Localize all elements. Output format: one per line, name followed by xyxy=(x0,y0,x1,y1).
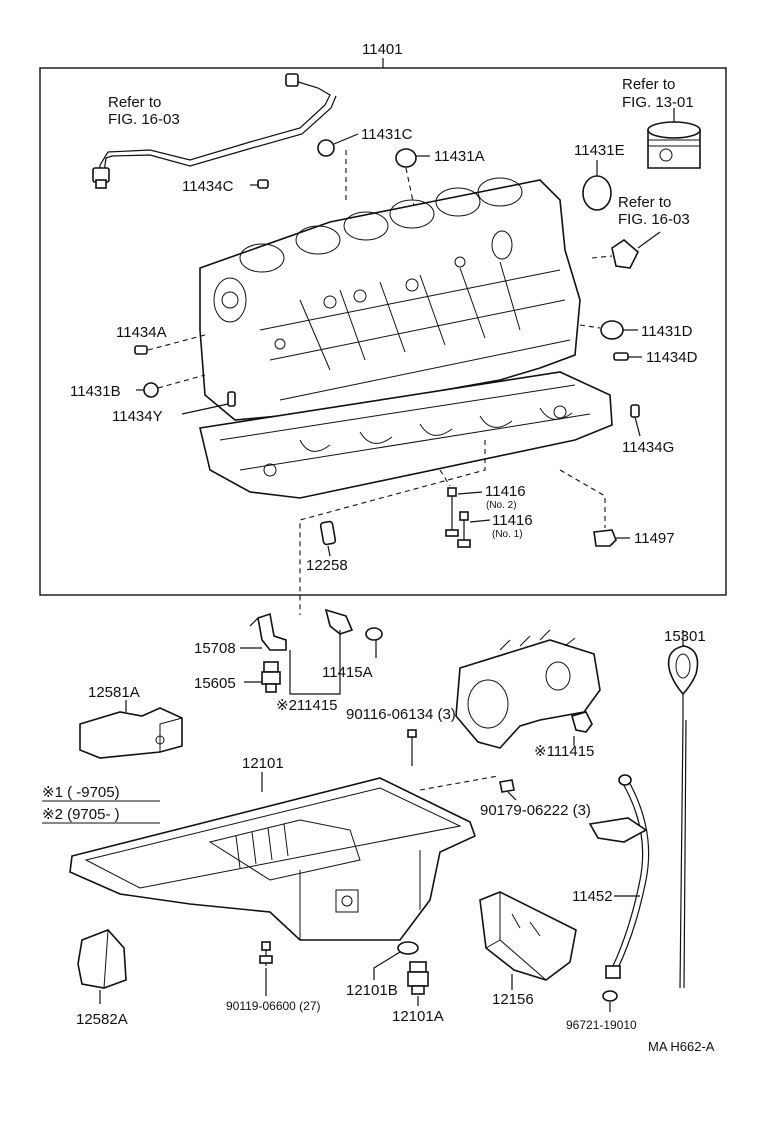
bearing-cap-frame xyxy=(199,371,613,499)
ref-fig-13-01-line2: FIG. 13-01 xyxy=(622,94,694,111)
ref-fig-16-03-left-line2: FIG. 16-03 xyxy=(108,111,180,128)
label-11497: 11497 xyxy=(634,530,675,547)
label-12101b: 12101B xyxy=(346,982,398,999)
label-11415-2: ※211415 xyxy=(276,697,338,714)
label-11431c: 11431C xyxy=(361,126,413,143)
label-11431e: 11431E xyxy=(574,142,625,159)
drain-plug-12101a xyxy=(407,961,429,995)
union-fitting xyxy=(591,231,661,269)
ref-fig-13-01-line1: Refer to xyxy=(622,76,675,93)
label-12258: 12258 xyxy=(306,557,348,574)
bolt-90119 xyxy=(259,941,273,966)
label-11415-1: ※111415 xyxy=(534,743,594,760)
oil-pipe xyxy=(92,73,337,189)
label-11415a: 11415A xyxy=(322,664,373,681)
label-12582a: 12582A xyxy=(76,1011,128,1028)
label-90119: 90119-06600 (27) xyxy=(226,999,321,1013)
label-11434d: 11434D xyxy=(646,349,698,366)
label-11452: 11452 xyxy=(572,888,613,905)
label-11434g: 11434G xyxy=(622,439,674,456)
label-90116: 90116-06134 (3) xyxy=(346,706,456,723)
plug-11431a xyxy=(395,148,417,168)
nut-90179 xyxy=(499,779,515,793)
label-15301: 15301 xyxy=(664,628,706,645)
label-15605: 15605 xyxy=(194,675,236,692)
gasket-12101b xyxy=(397,941,419,955)
legend-note-1: ※1 ( -9705) xyxy=(42,784,120,801)
label-11431d: 11431D xyxy=(641,323,693,340)
bracket-12581a xyxy=(79,707,183,759)
label-11431a: 11431A xyxy=(434,148,485,165)
ref-fig-16-03-right-line1: Refer to xyxy=(618,194,671,211)
bracket-12582a xyxy=(77,929,127,989)
pin-12258 xyxy=(319,520,337,546)
plug-11497 xyxy=(593,529,617,547)
oil-pipe-11452 xyxy=(588,774,650,979)
legend-note-2: ※2 (9705- ) xyxy=(42,806,120,823)
plug-11431e xyxy=(582,175,612,211)
label-96721: 96721-19010 xyxy=(566,1018,637,1032)
figure-code: MA H662-A xyxy=(648,1039,715,1054)
pin-11434y xyxy=(227,391,236,407)
label-11431b: 11431B xyxy=(70,383,121,400)
oil-switch xyxy=(324,608,383,641)
oil-pan-12101 xyxy=(69,777,477,941)
plug-11431c xyxy=(317,139,335,157)
label-12101a: 12101A xyxy=(392,1008,444,1025)
label-11416-no2-note: (No. 2) xyxy=(486,500,517,511)
pin-11434g xyxy=(630,404,640,418)
bolt-11416-no1 xyxy=(457,511,471,548)
label-11434y: 11434Y xyxy=(112,408,163,425)
cylinder-block xyxy=(199,177,581,421)
dipstick-15301 xyxy=(667,645,699,989)
plug-11431d xyxy=(600,320,624,340)
plug-11431b xyxy=(143,382,159,398)
label-11416-no1-note: (No. 1) xyxy=(492,529,523,540)
label-12581a: 12581A xyxy=(88,684,140,701)
pin-11434d xyxy=(613,352,629,361)
label-11434c: 11434C xyxy=(182,178,234,195)
seal-11415 xyxy=(571,711,593,733)
ref-fig-16-03-left-line1: Refer to xyxy=(108,94,161,111)
oil-level-sensor xyxy=(249,612,287,651)
label-11434a: 11434A xyxy=(116,324,167,341)
ref-fig-16-03-right-line2: FIG. 16-03 xyxy=(618,211,690,228)
label-12101: 12101 xyxy=(242,755,284,772)
label-11416-no2: 11416 xyxy=(485,483,526,500)
o-ring-96721 xyxy=(602,990,618,1002)
bolt-11416-no2 xyxy=(445,487,459,537)
label-15708: 15708 xyxy=(194,640,236,657)
assembly-label: 11401 xyxy=(362,41,403,58)
pin-11434a xyxy=(134,345,148,355)
baffle-12156 xyxy=(479,891,577,981)
piston-icon xyxy=(647,108,701,169)
bolt-90116 xyxy=(407,729,417,766)
label-12156: 12156 xyxy=(492,991,534,1008)
label-90179: 90179-06222 (3) xyxy=(480,802,591,819)
plug-15605 xyxy=(261,661,281,693)
oil-pump-housing xyxy=(455,629,601,749)
pin-11434c xyxy=(257,179,269,189)
label-11416-no1: 11416 xyxy=(492,512,533,529)
